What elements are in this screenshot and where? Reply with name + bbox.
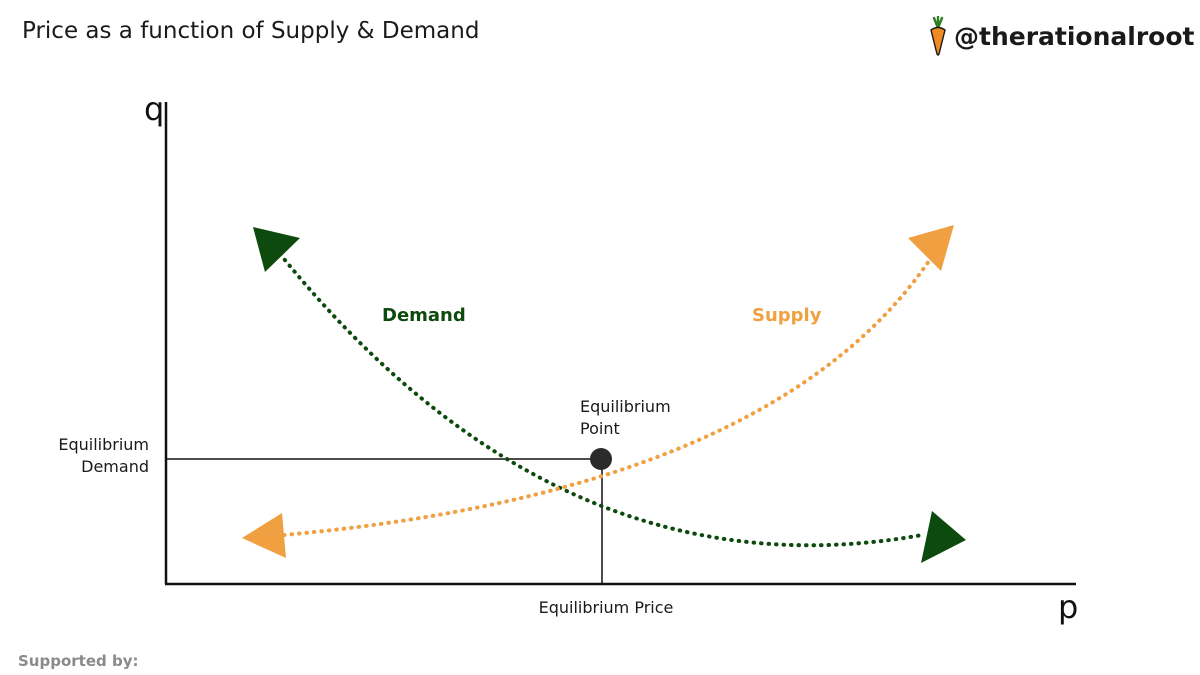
demand-arrow-start — [253, 227, 300, 272]
supply-label: Supply — [752, 305, 822, 326]
equilibrium-demand-label-line1: Equilibrium — [58, 435, 149, 454]
equilibrium-point — [590, 448, 612, 470]
supported-by-label: Supported by: — [18, 652, 139, 670]
page-title: Price as a function of Supply & Demand — [22, 18, 480, 44]
supply-curve — [282, 250, 937, 537]
brand: @therationalroot — [928, 16, 1194, 56]
brand-handle: @therationalroot — [954, 21, 1195, 51]
equilibrium-demand-label-line2: Demand — [81, 457, 149, 476]
equilibrium-point-label-line2: Point — [580, 419, 620, 438]
y-axis-label: q — [144, 90, 164, 128]
equilibrium-price-label: Equilibrium Price — [539, 598, 674, 617]
demand-label: Demand — [382, 305, 466, 326]
equilibrium-point-label-line1: Equilibrium — [580, 397, 671, 416]
demand-arrow-end — [921, 511, 966, 563]
demand-curve — [278, 252, 924, 548]
supply-arrow-start — [242, 513, 286, 558]
x-axis-label: p — [1058, 588, 1078, 626]
supply-arrow-end — [908, 225, 954, 271]
carrot-icon — [930, 16, 946, 56]
